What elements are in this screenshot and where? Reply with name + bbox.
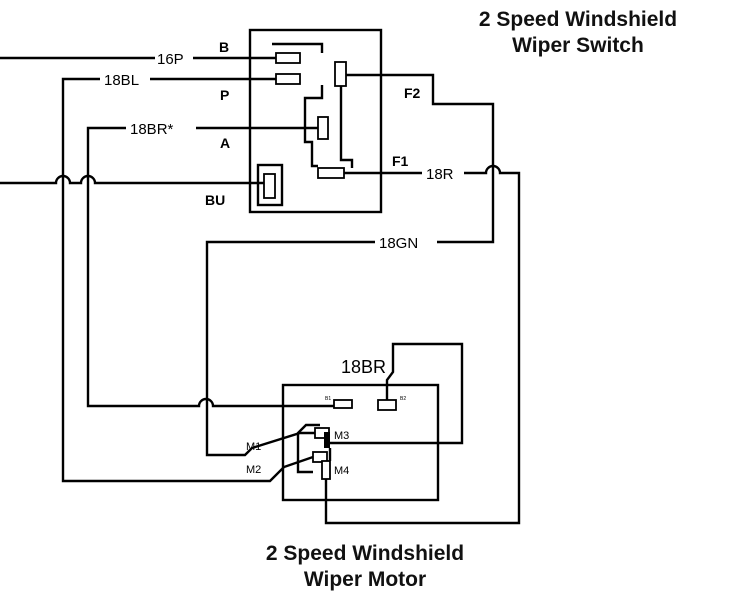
switch-title: 2 Speed Windshield Wiper Switch — [428, 7, 728, 59]
label-bg-18bl — [100, 70, 150, 88]
pin-label-m4: M4 — [334, 465, 349, 477]
wire-18br-star — [86, 126, 334, 408]
label-bg-18gn — [375, 233, 437, 251]
wire-label-18br: 18BR — [341, 357, 386, 377]
switch-terminal-a — [317, 116, 329, 140]
switch-terminal-p — [275, 73, 301, 85]
switch-terminal-f2 — [334, 61, 347, 87]
wire-18r — [324, 164, 521, 525]
switch-internal-contact — [272, 42, 324, 168]
switch-title-line1: 2 Speed Windshield — [478, 8, 678, 31]
wire-label-18r: 18R — [426, 166, 454, 183]
pin-label-m1: M1 — [246, 441, 261, 453]
wire-18bl — [61, 77, 314, 483]
pin-label-f2: F2 — [404, 85, 421, 101]
wire-label-18br-star: 18BR* — [130, 121, 174, 138]
switch-terminal-bu — [263, 173, 276, 199]
wire-18br — [330, 342, 464, 445]
pin-label-m2: M2 — [246, 464, 261, 476]
motor-terminal-b1 — [333, 399, 353, 409]
switch-internal-link — [339, 86, 354, 168]
motor-terminal-m3 — [324, 432, 330, 448]
switch-terminal-b — [275, 52, 301, 64]
wire-label-18gn: 18GN — [379, 235, 418, 252]
motor-title-line2: Wiper Motor — [303, 568, 427, 591]
pin-label-b: B — [219, 39, 229, 55]
pin-label-bu: BU — [205, 192, 225, 208]
wire-label-16p: 16P — [157, 51, 184, 68]
pin-label-a: A — [220, 135, 230, 151]
pin-label-b1: B1 — [325, 396, 331, 402]
pin-label-m3: M3 — [334, 430, 349, 442]
motor-terminal-m4 — [321, 460, 331, 480]
switch-title-line2: Wiper Switch — [512, 34, 644, 57]
label-bg-18brs — [126, 119, 196, 137]
wire-18gn — [205, 73, 495, 457]
wire-bu-feed — [0, 174, 264, 185]
switch-terminal-bu-outer — [256, 163, 284, 207]
motor-title-line1: 2 Speed Windshield — [265, 542, 465, 565]
pin-label-b2: B2 — [400, 396, 406, 402]
pin-label-p: P — [220, 87, 229, 103]
motor-terminal-b2 — [377, 399, 397, 411]
label-bg-16p — [155, 49, 193, 67]
wiper-switch-box — [248, 28, 383, 214]
label-bg-18r — [422, 164, 464, 182]
motor-title: 2 Speed Windshield Wiper Motor — [210, 541, 520, 593]
wire-label-18bl: 18BL — [104, 72, 139, 89]
pin-label-f1: F1 — [392, 153, 409, 169]
switch-terminal-f1 — [317, 167, 345, 179]
